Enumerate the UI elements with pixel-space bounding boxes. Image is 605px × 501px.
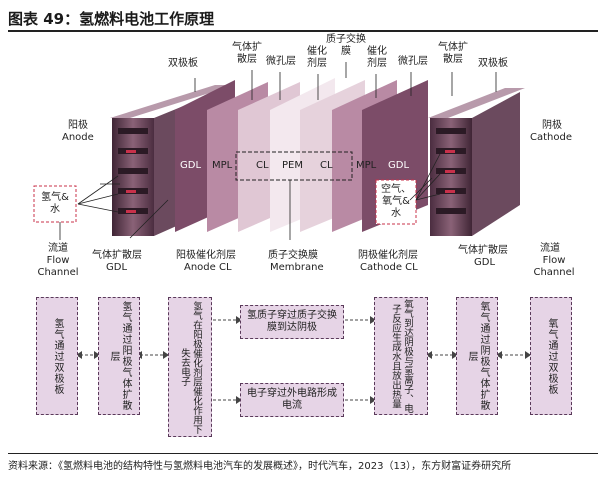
label-proton-membrane: 质子交换膜	[326, 34, 366, 57]
step-2-box: 氢气通过阳极气体扩散层	[98, 297, 140, 415]
inner-gdl-right: GDL	[388, 160, 410, 171]
label-bipolar-left: 双极板	[168, 58, 198, 69]
label-gas-diffusion-left: 气体扩散层	[232, 42, 262, 65]
source-rule	[8, 453, 598, 454]
step-6-text: 氧气通过阴极气体扩散层	[466, 301, 489, 411]
title-rule	[8, 30, 598, 32]
inner-mpl-right: MPL	[356, 160, 377, 171]
cathode-cl-cn: 阴极催化剂层	[358, 250, 418, 261]
step-3-text: 氢气在阳极催化剂层催化作用下失去电子	[179, 300, 202, 434]
membrane-assembly-box	[235, 151, 353, 181]
cathode-label-en: Cathode	[530, 132, 572, 143]
flow-right-cn: 流道	[540, 243, 560, 254]
step-5-text: 氧气到达阴极与氢离子、电子反应生成水且放出热量	[390, 299, 413, 413]
step-4a-box: 氢质子穿过质子交换膜到达阴极	[240, 305, 344, 339]
figure-title: 图表 49：氢燃料电池工作原理	[8, 10, 215, 28]
step-4b-text: 电子穿过外电路形成电流	[247, 388, 337, 411]
membrane-cn: 质子交换膜	[268, 250, 318, 261]
gdl-left-en: GDL	[106, 262, 128, 273]
cathode-label-cn: 阴极	[542, 120, 562, 131]
step-2-text: 氢气通过阳极气体扩散层	[108, 301, 131, 411]
inner-pem: PEM	[282, 160, 303, 171]
step-1-text: 氢气通过双极板	[52, 317, 63, 395]
hydrogen-input-box	[33, 185, 77, 223]
anode-label-en: Anode	[62, 132, 94, 143]
anode-cl-cn: 阳极催化剂层	[176, 250, 236, 261]
source-note: 资料来源：《氢燃料电池的结构特性与氢燃料电池汽车的发展概述》，时代汽车，2023…	[8, 461, 512, 472]
cathode-cl-en: Cathode CL	[360, 262, 418, 273]
step-7-box: 氧气通过双极板	[530, 297, 572, 415]
gdl-right-cn: 气体扩散层	[458, 245, 508, 256]
label-gas-diffusion-right: 气体扩散层	[438, 42, 468, 65]
label-catalyst-left: 催化剂层	[307, 46, 327, 69]
step-6-box: 氧气通过阴极气体扩散层	[456, 297, 498, 415]
step-4a-text: 氢质子穿过质子交换膜到达阴极	[247, 310, 337, 333]
step-3-box: 氢气在阳极催化剂层催化作用下失去电子	[168, 297, 212, 437]
step-1-box: 氢气通过双极板	[36, 297, 78, 415]
flow-right-en: Flow Channel	[533, 255, 575, 278]
step-4b-box: 电子穿过外电路形成电流	[240, 383, 344, 417]
gdl-left-cn: 气体扩散层	[92, 250, 142, 261]
inner-mpl-left: MPL	[212, 160, 233, 171]
label-micro-right: 微孔层	[398, 56, 428, 67]
membrane-en: Membrane	[270, 262, 324, 273]
step-5-box: 氧气到达阴极与氢离子、电子反应生成水且放出热量	[374, 297, 428, 415]
flow-left-cn: 流道	[48, 243, 68, 254]
gdl-right-en: GDL	[474, 257, 496, 268]
hydrogen-input-label: 氢气& 水	[41, 192, 69, 215]
label-micro-left: 微孔层	[266, 56, 296, 67]
air-input-box	[375, 179, 417, 225]
inner-cl-left: CL	[256, 160, 269, 171]
inner-cl-right: CL	[320, 160, 333, 171]
anode-label-cn: 阳极	[68, 120, 88, 131]
step-7-text: 氧气通过双极板	[546, 317, 557, 395]
anode-cl-en: Anode CL	[184, 262, 232, 273]
flow-left-en: Flow Channel	[37, 255, 79, 278]
inner-gdl-left: GDL	[180, 160, 202, 171]
right-bipolar-plate	[428, 88, 525, 236]
label-catalyst-right: 催化剂层	[367, 46, 387, 69]
label-bipolar-right: 双极板	[478, 58, 508, 69]
air-input-label: 空气、氧气& 水	[381, 184, 411, 219]
